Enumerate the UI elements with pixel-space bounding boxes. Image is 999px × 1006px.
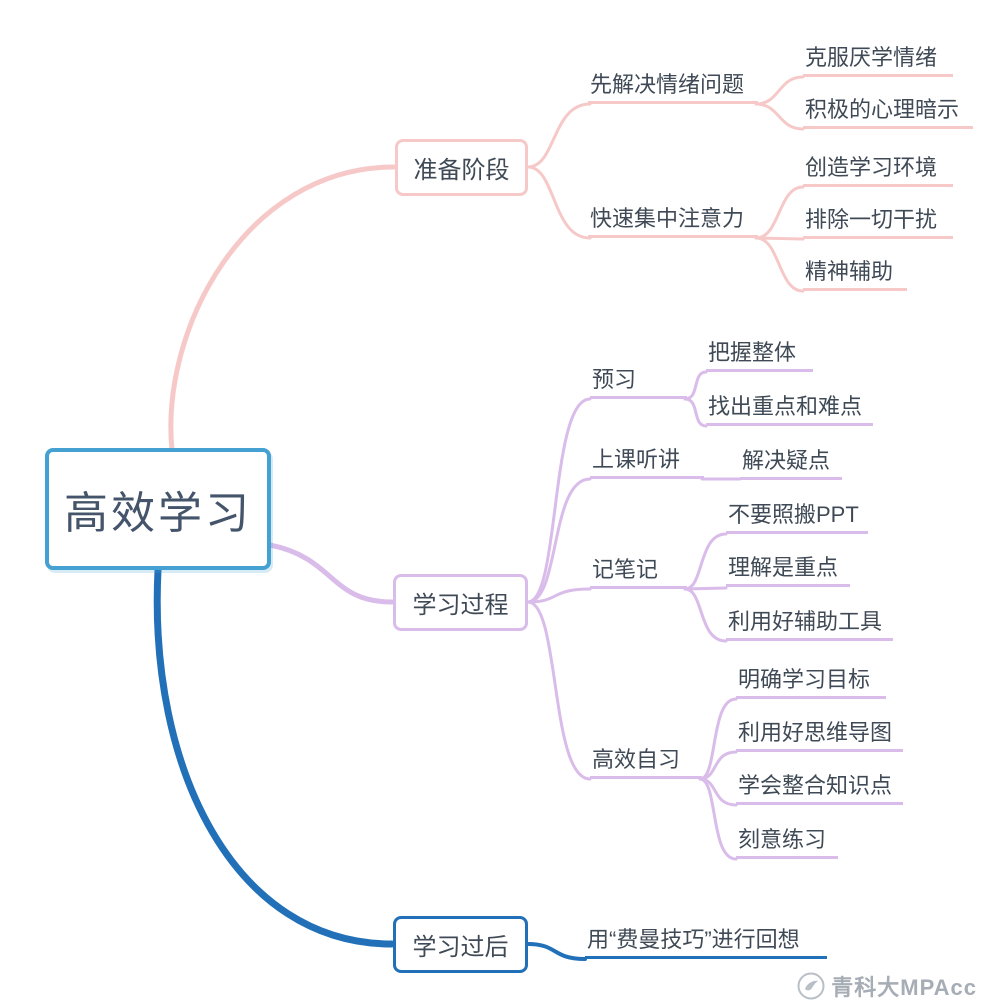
node-use-mindmap[interactable]: 利用好思维导图 bbox=[736, 720, 903, 752]
node-integrate-knowledge-label: 学会整合知识点 bbox=[738, 773, 893, 798]
node-find-key-points-label: 找出重点和难点 bbox=[708, 394, 863, 419]
node-use-auxiliary-tools-label: 利用好辅助工具 bbox=[728, 609, 883, 634]
node-take-notes[interactable]: 记笔记 bbox=[590, 557, 687, 589]
node-deliberate-practice-label: 刻意练习 bbox=[738, 827, 827, 852]
node-positive-suggestion[interactable]: 积极的心理暗示 bbox=[803, 97, 973, 129]
node-grasp-whole-label: 把握整体 bbox=[708, 340, 797, 365]
branch-preparation-label: 准备阶段 bbox=[413, 157, 510, 184]
branch-after-learning[interactable]: 学习过后 bbox=[393, 916, 528, 973]
node-efficient-self-study[interactable]: 高效自习 bbox=[590, 747, 702, 779]
node-listen-in-class[interactable]: 上课听讲 bbox=[590, 447, 704, 479]
node-grasp-whole[interactable]: 把握整体 bbox=[706, 340, 813, 372]
node-mental-aid-label: 精神辅助 bbox=[805, 259, 894, 284]
node-positive-suggestion-label: 积极的心理暗示 bbox=[805, 97, 960, 122]
node-use-mindmap-label: 利用好思维导图 bbox=[738, 720, 893, 745]
node-integrate-knowledge[interactable]: 学会整合知识点 bbox=[736, 773, 903, 805]
node-solve-emotional-issues[interactable]: 先解决情绪问题 bbox=[588, 72, 758, 104]
node-no-copy-ppt-label: 不要照搬PPT bbox=[728, 502, 859, 527]
node-create-environment-label: 创造学习环境 bbox=[805, 155, 938, 180]
node-overcome-aversion-label: 克服厌学情绪 bbox=[805, 45, 938, 70]
node-clear-goals-label: 明确学习目标 bbox=[738, 667, 871, 692]
node-focus-attention-label: 快速集中注意力 bbox=[590, 206, 745, 231]
node-eliminate-distractions-label: 排除一切干扰 bbox=[805, 207, 938, 232]
node-clear-goals[interactable]: 明确学习目标 bbox=[736, 667, 886, 699]
node-feynman-recall[interactable]: 用“费曼技巧”进行回想 bbox=[585, 927, 827, 959]
root-node-label: 高效学习 bbox=[64, 489, 252, 538]
branch-preparation[interactable]: 准备阶段 bbox=[395, 139, 528, 196]
node-take-notes-label: 记笔记 bbox=[592, 557, 659, 582]
node-use-auxiliary-tools[interactable]: 利用好辅助工具 bbox=[726, 609, 893, 641]
node-resolve-doubts[interactable]: 解决疑点 bbox=[740, 448, 842, 480]
branch-after-learning-label: 学习过后 bbox=[412, 934, 509, 961]
node-preview[interactable]: 预习 bbox=[590, 367, 687, 399]
branch-learning-process-label: 学习过程 bbox=[412, 592, 509, 619]
node-solve-emotional-issues-label: 先解决情绪问题 bbox=[590, 72, 745, 97]
node-preview-label: 预习 bbox=[592, 367, 637, 392]
watermark: 青科大MPAcc bbox=[797, 970, 977, 1002]
node-create-environment[interactable]: 创造学习环境 bbox=[803, 155, 953, 187]
root-node[interactable]: 高效学习 bbox=[45, 448, 271, 570]
watermark-text: 青科大MPAcc bbox=[831, 975, 977, 1000]
node-no-copy-ppt[interactable]: 不要照搬PPT bbox=[726, 502, 868, 534]
branch-learning-process[interactable]: 学习过程 bbox=[393, 574, 528, 631]
node-understanding-is-key[interactable]: 理解是重点 bbox=[726, 555, 850, 587]
node-eliminate-distractions[interactable]: 排除一切干扰 bbox=[803, 207, 953, 239]
node-resolve-doubts-label: 解决疑点 bbox=[742, 448, 831, 473]
node-mental-aid[interactable]: 精神辅助 bbox=[803, 259, 907, 291]
node-efficient-self-study-label: 高效自习 bbox=[592, 747, 681, 772]
node-deliberate-practice[interactable]: 刻意练习 bbox=[736, 827, 838, 859]
node-listen-in-class-label: 上课听讲 bbox=[592, 447, 681, 472]
node-understanding-is-key-label: 理解是重点 bbox=[728, 555, 839, 580]
node-find-key-points[interactable]: 找出重点和难点 bbox=[706, 394, 873, 426]
node-focus-attention[interactable]: 快速集中注意力 bbox=[588, 206, 758, 238]
watermark-logo-icon bbox=[797, 972, 825, 1000]
node-feynman-recall-label: 用“费曼技巧”进行回想 bbox=[587, 927, 800, 952]
node-overcome-aversion[interactable]: 克服厌学情绪 bbox=[803, 45, 953, 77]
